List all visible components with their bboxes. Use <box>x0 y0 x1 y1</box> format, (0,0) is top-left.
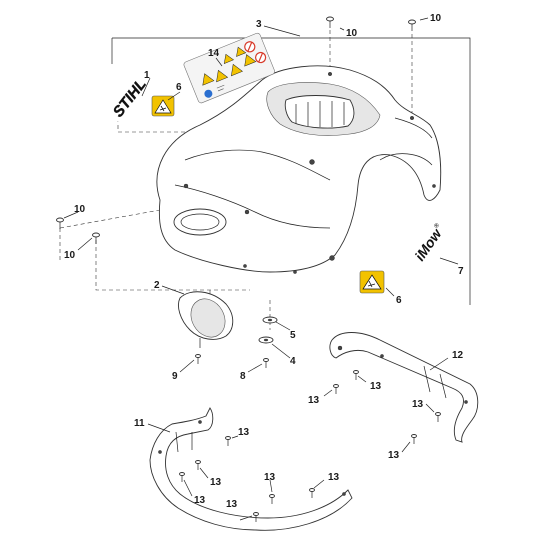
mower-housing <box>156 65 442 274</box>
screw-13-f <box>195 460 201 470</box>
callout-13-a: 13 <box>370 381 382 392</box>
screw-10-left-lower <box>92 232 100 244</box>
imow-registered-mark: ® <box>433 222 442 230</box>
screw-8 <box>263 358 269 368</box>
callout-10-left-upper: 10 <box>74 204 86 215</box>
callout-6-lower: 6 <box>396 295 402 306</box>
callout-13-c: 13 <box>412 399 424 410</box>
callout-10-top-right: 10 <box>430 13 442 24</box>
screw-10-left-upper <box>56 217 64 229</box>
callout-1: 1 <box>144 70 150 81</box>
washer-5 <box>262 316 278 324</box>
callout-10-left-lower: 10 <box>64 250 76 261</box>
callout-12: 12 <box>452 350 464 361</box>
callout-13-b: 13 <box>308 395 320 406</box>
screw-9 <box>195 354 201 364</box>
callout-8: 8 <box>240 371 246 382</box>
callout-13-f: 13 <box>210 477 222 488</box>
callout-13-j: 13 <box>226 499 238 510</box>
screw-13-a <box>353 370 359 380</box>
callout-4: 4 <box>290 356 296 367</box>
screw-13-i <box>309 488 315 498</box>
safety-label-sheet <box>183 32 275 104</box>
callout-13-h: 13 <box>264 472 276 483</box>
screw-13-g <box>179 472 185 482</box>
imow-logo-decal: iMow ® <box>411 222 445 264</box>
callout-11: 11 <box>134 418 145 429</box>
stihl-logo-text: STIHL <box>110 76 150 121</box>
callout-5: 5 <box>290 330 296 341</box>
screw-10-top-right <box>408 19 416 31</box>
warning-label-lower <box>359 270 385 294</box>
callout-3: 3 <box>256 19 262 30</box>
sensor-cover <box>178 291 234 348</box>
screw-13-h <box>269 494 275 504</box>
callout-7: 7 <box>458 266 464 277</box>
callout-13-i: 13 <box>328 472 340 483</box>
screw-13-d <box>411 434 417 444</box>
frame-box <box>111 37 471 305</box>
screw-13-j <box>253 512 259 522</box>
callout-6-upper: 6 <box>176 82 182 93</box>
callout-9: 9 <box>172 371 178 382</box>
screw-13-e <box>225 436 231 446</box>
callout-labels: 3 10 10 14 1 6 10 10 7 6 2 5 4 8 9 12 13… <box>64 13 464 510</box>
washer-4 <box>258 336 274 344</box>
callout-14: 14 <box>208 48 220 59</box>
leader-lines <box>63 17 459 521</box>
screw-13-b <box>333 384 339 394</box>
callout-2: 2 <box>154 280 160 291</box>
bumper-right <box>329 332 479 443</box>
callout-13-d: 13 <box>388 450 400 461</box>
screw-10-top-left <box>326 16 334 28</box>
screw-13-c <box>435 412 441 422</box>
callout-13-g: 13 <box>194 495 206 506</box>
warning-label-upper <box>151 95 175 117</box>
bumper-left <box>149 407 353 531</box>
callout-10-top-left: 10 <box>346 28 358 39</box>
callout-13-e: 13 <box>238 427 250 438</box>
